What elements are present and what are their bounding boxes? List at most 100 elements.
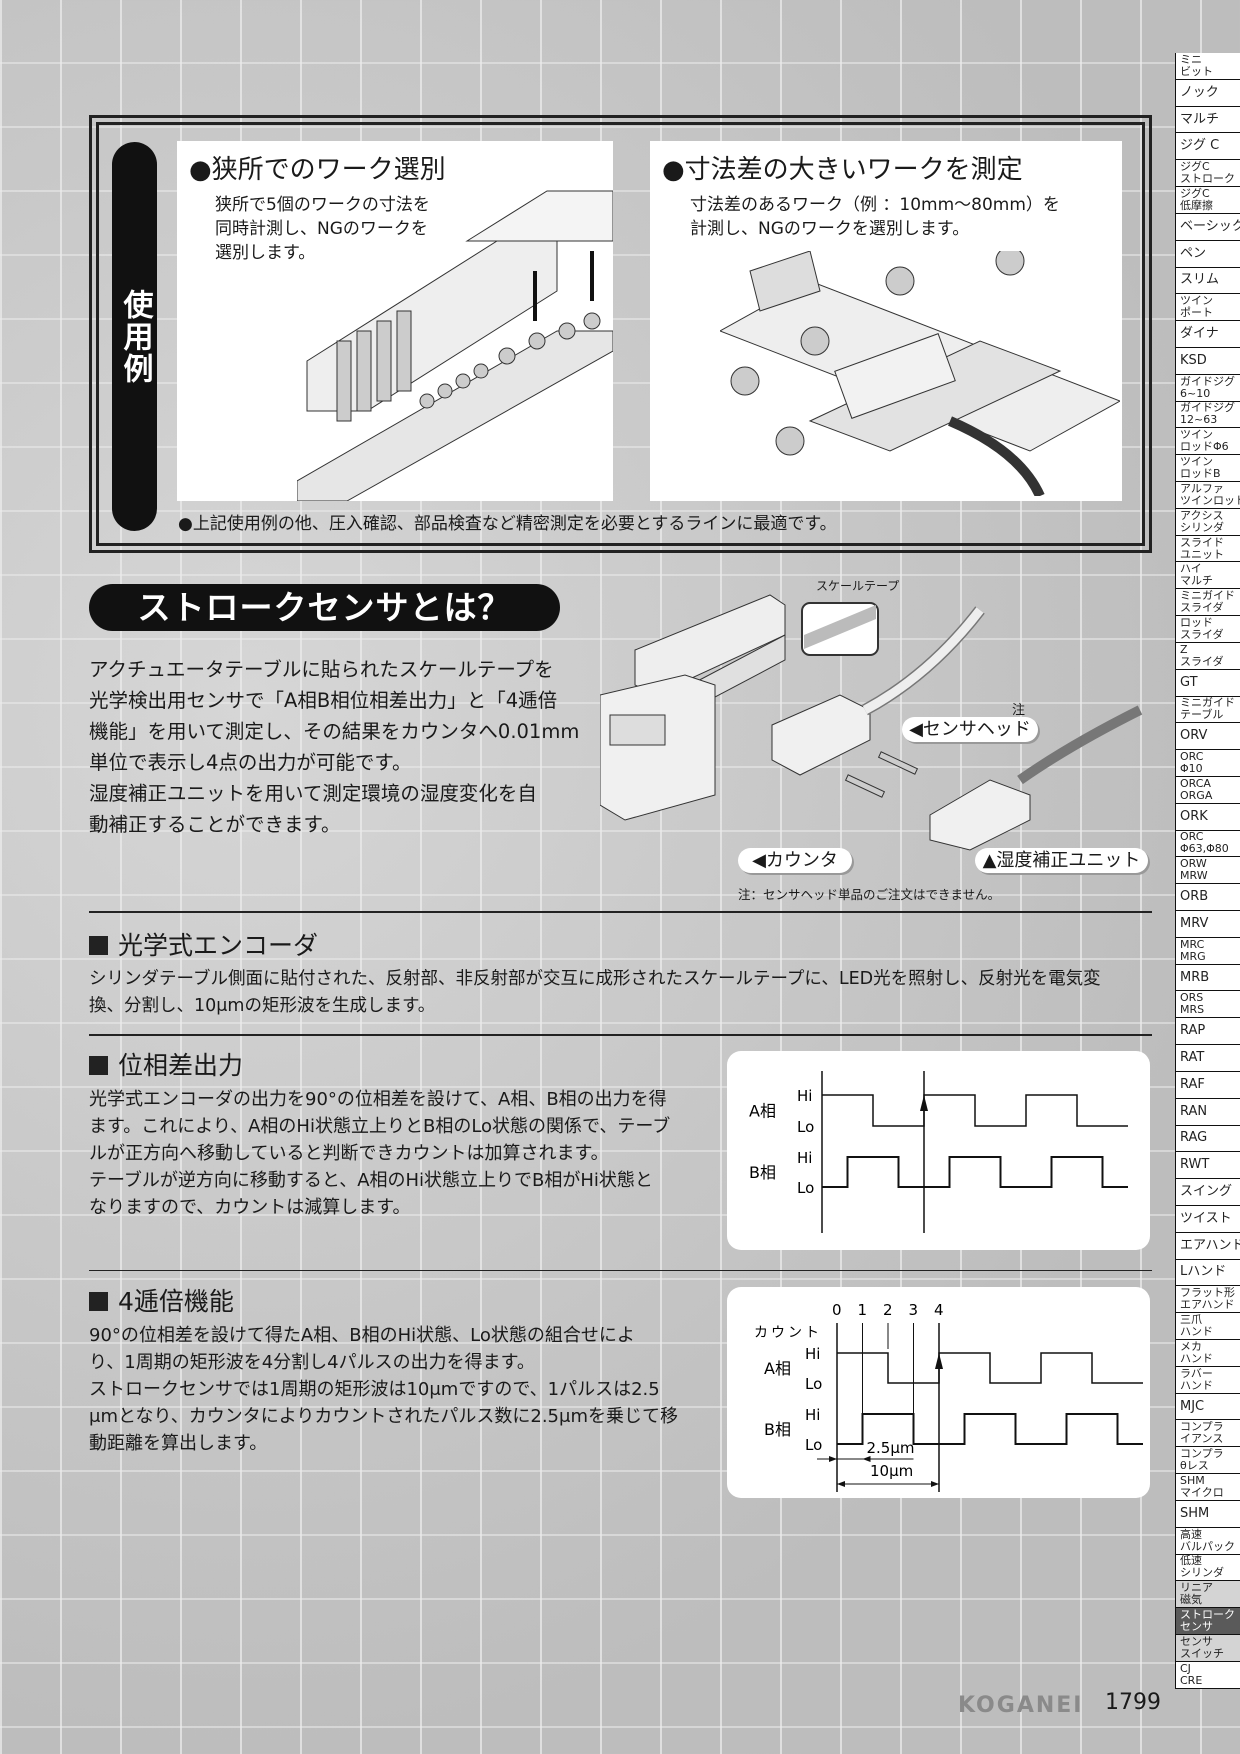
tab-label: ミニ: [1180, 53, 1202, 66]
sidebar-tab[interactable]: ツイスト: [1176, 1205, 1240, 1233]
tab-label: センサ: [1180, 1620, 1213, 1634]
sidebar-tab[interactable]: フラット形エアハンド: [1176, 1286, 1240, 1314]
sidebar-tab[interactable]: ハイマルチ: [1176, 562, 1240, 590]
waveform-0: [837, 1352, 1143, 1384]
tab-label: ロッドB: [1180, 467, 1221, 481]
tab-label: シリンダ: [1180, 1566, 1224, 1580]
arrow-up-icon: [935, 1353, 943, 1369]
tab-label: ガイドジグ: [1180, 401, 1235, 415]
sidebar-tab[interactable]: ラバーハンド: [1176, 1366, 1240, 1394]
tab-label: コンプラ: [1180, 1447, 1224, 1461]
sidebar-tab[interactable]: ツインポート: [1176, 294, 1240, 322]
tab-label: ツイン: [1180, 294, 1213, 308]
sidebar-tab[interactable]: RAF: [1176, 1071, 1240, 1099]
sidebar-tab[interactable]: コンプライアンス: [1176, 1420, 1240, 1448]
sidebar-tab[interactable]: ロッドスライダ: [1176, 616, 1240, 643]
sidebar-tab[interactable]: ツインロッドB: [1176, 455, 1240, 482]
sidebar-tab[interactable]: RAN: [1176, 1098, 1240, 1126]
tab-label: イアンス: [1180, 1432, 1224, 1446]
sidebar-tab[interactable]: ノック: [1176, 79, 1240, 107]
tab-label: CRE: [1180, 1673, 1203, 1687]
line: 選別します。: [215, 243, 316, 263]
sidebar-tab[interactable]: メカハンド: [1176, 1340, 1240, 1367]
tab-label: スライダ: [1180, 627, 1224, 641]
sidebar-tab[interactable]: リニア磁気: [1176, 1581, 1240, 1609]
tab-label: ベーシック: [1180, 218, 1240, 234]
tab-label: ORS: [1180, 991, 1204, 1005]
sidebar-tab[interactable]: ジグ C: [1176, 133, 1240, 161]
tab-label: マルチ: [1180, 574, 1213, 588]
tab-label: 高速: [1180, 1527, 1202, 1541]
count-tick-label: 0: [832, 1301, 842, 1319]
sidebar-tab[interactable]: RWT: [1176, 1152, 1240, 1180]
case-title: ●狭所でのワーク選別: [189, 155, 446, 185]
case-description: 寸法差のあるワーク（例 ：10mm～80mm）を 計測し、NGのワークを選別しま…: [690, 193, 1060, 241]
sidebar-tab[interactable]: ミニガイドテーブル: [1176, 696, 1240, 724]
sidebar-tab[interactable]: マルチ: [1176, 106, 1240, 134]
sidebar-tab[interactable]: RAG: [1176, 1125, 1240, 1153]
sidebar-tab[interactable]: エアハンド: [1176, 1232, 1240, 1260]
tab-label: シリンダ: [1180, 520, 1224, 534]
sidebar-tab[interactable]: RAT: [1176, 1045, 1240, 1072]
tab-label: ORV: [1180, 728, 1208, 744]
sidebar-tab[interactable]: 三爪ハンド: [1176, 1313, 1240, 1340]
sidebar-tab[interactable]: ORV: [1176, 723, 1240, 751]
case-title: ●寸法差の大きいワークを測定: [662, 155, 1023, 185]
sidebar-tab[interactable]: MRB: [1176, 964, 1240, 992]
sidebar-tab[interactable]: GT: [1176, 669, 1240, 697]
arrow-right-icon: [829, 1456, 837, 1462]
arrow-up-icon: [920, 1095, 928, 1111]
sidebar-tab[interactable]: Lハンド: [1176, 1259, 1240, 1287]
sidebar-tab[interactable]: ダイナ: [1176, 321, 1240, 348]
line: 狭所で5個のワークの寸法を: [215, 195, 430, 215]
sidebar-tab[interactable]: スリム: [1176, 267, 1240, 295]
usage-case-large-difference: ●寸法差の大きいワークを測定 寸法差のあるワーク（例 ：10mm～80mm）を …: [650, 141, 1122, 501]
tab-label: テーブル: [1180, 708, 1224, 722]
divider: [89, 1270, 1152, 1271]
sidebar-tab[interactable]: ミニガイドスライダ: [1176, 589, 1240, 617]
tab-label: Lハンド: [1180, 1264, 1227, 1280]
sidebar-tab[interactable]: 低速シリンダ: [1176, 1554, 1240, 1582]
sidebar-tab[interactable]: ORK: [1176, 803, 1240, 831]
sidebar-tab[interactable]: ミニビット: [1176, 53, 1240, 80]
sidebar-tab[interactable]: スライドユニット: [1176, 535, 1240, 563]
sidebar-tab[interactable]: アルファツインロッド: [1176, 482, 1240, 509]
sidebar-tab[interactable]: スイング: [1176, 1179, 1240, 1206]
sidebar-tab[interactable]: RAP: [1176, 1018, 1240, 1046]
page-number: 1799: [1105, 1690, 1161, 1715]
sidebar-tab[interactable]: ストロークセンサ: [1176, 1608, 1240, 1635]
tab-label: ガイドジグ: [1180, 374, 1235, 388]
phase-heading: 位相差出力: [89, 1046, 243, 1082]
sidebar-tab[interactable]: アクシスシリンダ: [1176, 508, 1240, 536]
line: なりますので、カウントは減算します。: [89, 1197, 411, 1218]
sidebar-tab[interactable]: ORB: [1176, 884, 1240, 911]
tab-label: スライダ: [1180, 601, 1224, 615]
sidebar-tab[interactable]: SHM: [1176, 1500, 1240, 1528]
sidebar-tab[interactable]: 高速バルパック: [1176, 1527, 1240, 1555]
line: 動補正することができます。: [89, 813, 341, 836]
tab-label: 低速: [1180, 1554, 1202, 1568]
sidebar-tab[interactable]: MRV: [1176, 911, 1240, 938]
sidebar-tab[interactable]: センサスイッチ: [1176, 1634, 1240, 1662]
sidebar-tab[interactable]: ツインロッドΦ6: [1176, 428, 1240, 456]
tab-label: ジグC: [1180, 187, 1210, 200]
sidebar-tab[interactable]: MJC: [1176, 1393, 1240, 1421]
sidebar-tab[interactable]: ペン: [1176, 240, 1240, 268]
stroke-sensor-description: アクチュエータテーブルに貼られたスケールテープを 光学検出用センサで「A相B相位…: [89, 654, 579, 840]
sidebar-tab[interactable]: KSD: [1176, 347, 1240, 375]
sidebar-tab[interactable]: ベーシック: [1176, 213, 1240, 241]
